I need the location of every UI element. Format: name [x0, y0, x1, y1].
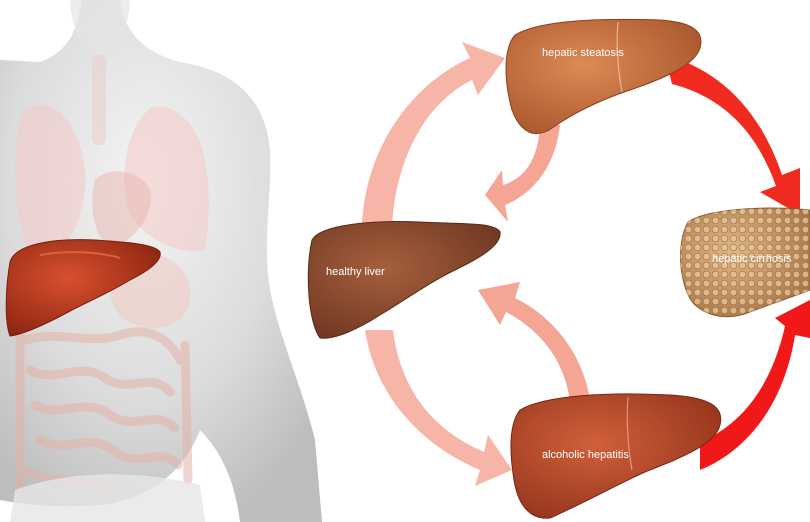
- arrow-healthy-to-steatosis: [362, 42, 505, 228]
- trachea: [92, 55, 106, 145]
- arrow-steatosis-to-healthy: [485, 125, 560, 222]
- cirrhosis-label: hepatic cirrhosis: [712, 253, 792, 265]
- human-torso: [0, 0, 322, 522]
- healthy-liver-shape: [308, 222, 500, 339]
- arrow-hepatitis-to-cirrhosis: [700, 300, 810, 470]
- hepatitis-label: alcoholic hepatitis: [542, 449, 629, 461]
- steatosis-label: hepatic steatosis: [542, 47, 624, 59]
- healthy-label: healthy liver: [326, 266, 385, 278]
- hepatitis-liver: alcoholic hepatitis: [511, 394, 721, 518]
- cirrhosis-liver: hepatic cirrhosis: [681, 208, 810, 317]
- arrow-hepatitis-to-healthy: [478, 282, 590, 402]
- healthy-liver: healthy liver: [308, 222, 500, 339]
- arrow-steatosis-to-cirrhosis: [665, 55, 800, 215]
- arrow-healthy-to-hepatitis: [365, 330, 512, 486]
